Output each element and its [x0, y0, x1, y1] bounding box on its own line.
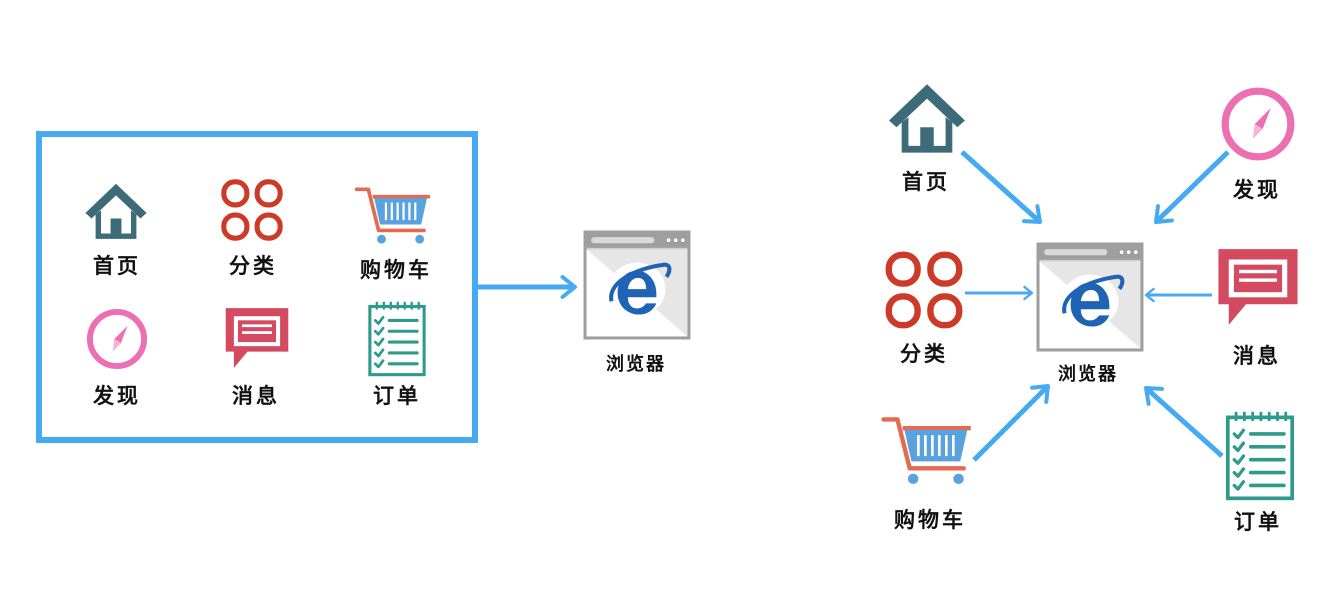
right-label-cart: 购物车 — [894, 508, 966, 532]
checklist-icon — [1222, 410, 1298, 502]
right-label-home: 首页 — [902, 170, 950, 194]
message-icon — [1214, 244, 1302, 330]
cart-icon — [352, 182, 436, 248]
right-label-category: 分类 — [900, 342, 948, 366]
order-to-browser-arrow — [1144, 386, 1224, 458]
message-icon — [222, 304, 292, 372]
right-browser-label: 浏览器 — [1058, 364, 1118, 385]
compass-icon — [84, 306, 150, 372]
browser-icon — [583, 230, 691, 340]
left-label-discover: 发现 — [93, 384, 141, 408]
right-label-discover: 发现 — [1233, 178, 1281, 202]
right-label-order: 订单 — [1234, 510, 1282, 534]
left-label-category: 分类 — [229, 254, 277, 278]
cart-icon — [880, 410, 976, 490]
cart-to-browser-arrow — [972, 384, 1050, 462]
grid-icon — [220, 178, 284, 242]
left-label-home: 首页 — [93, 254, 141, 278]
left-label-order: 订单 — [373, 384, 421, 408]
browser-icon — [1036, 242, 1144, 352]
grid-icon — [884, 250, 964, 330]
left-browser-label: 浏览器 — [606, 354, 666, 375]
app-module-container — [36, 131, 478, 443]
home-to-browser-arrow — [960, 150, 1042, 224]
discover-to-browser-arrow — [1154, 150, 1230, 224]
house-icon — [82, 180, 150, 242]
compass-icon — [1218, 84, 1298, 164]
left-label-cart: 购物车 — [360, 258, 432, 282]
right-label-message: 消息 — [1233, 344, 1281, 368]
house-icon — [884, 80, 970, 156]
left-label-message: 消息 — [232, 384, 280, 408]
checklist-icon — [366, 300, 428, 378]
